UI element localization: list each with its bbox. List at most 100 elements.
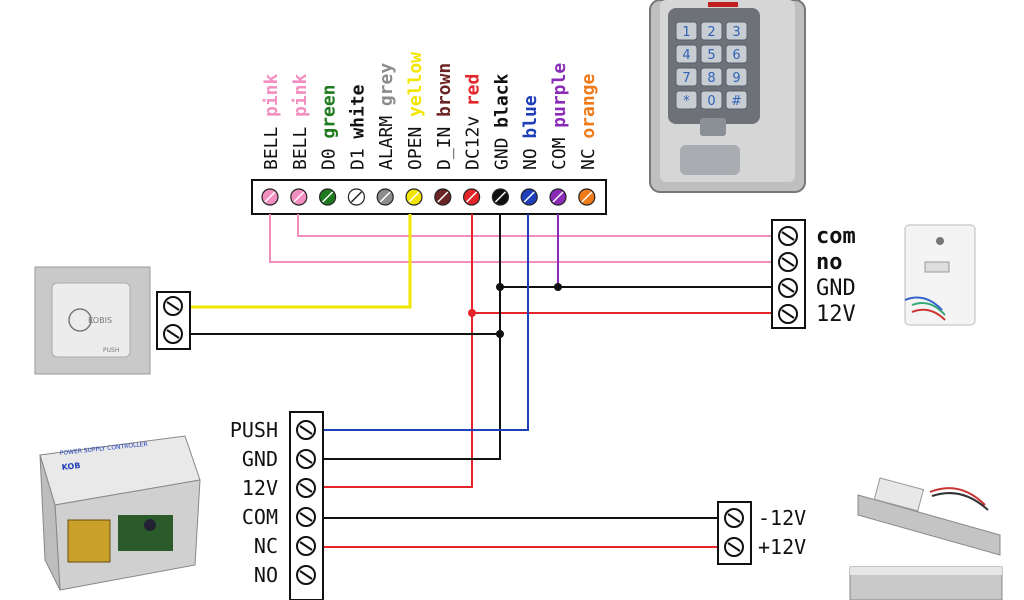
keypad-key (725, 90, 748, 110)
power-screw-3 (296, 507, 316, 527)
pin-color-name: black (491, 73, 512, 127)
keypad-key-label: 5 (707, 48, 715, 63)
power-screw-0 (296, 420, 316, 440)
pin-color-name: pink (290, 73, 311, 117)
exit-screw-1 (163, 296, 183, 316)
pin-name: D_IN (434, 127, 455, 170)
keypad-key (700, 67, 723, 87)
keypad-key (700, 44, 723, 64)
pin-color-name: brown (434, 63, 455, 117)
pin-slash (264, 191, 276, 203)
pin-name: COM (549, 137, 570, 170)
pin-slash (408, 191, 420, 203)
exit-button-terminals (156, 291, 191, 350)
power-terminal-label: PUSH (230, 418, 278, 442)
power-screw-4 (296, 536, 316, 556)
keypad-key-label: 7 (682, 71, 690, 86)
pin-slash (350, 191, 362, 203)
power-terminal-label: 12V (242, 476, 278, 500)
pin-color-name: green (319, 84, 340, 138)
pin-slash (581, 191, 593, 203)
exit-button-device: KOBIS PUSH (34, 266, 151, 375)
pin-label: BELL pink (290, 73, 311, 170)
pin-name: D0 (319, 148, 340, 170)
pin-label: ALARM grey (376, 63, 397, 170)
bell-screw-0 (778, 226, 798, 246)
pin-color-name: grey (376, 63, 397, 107)
pin-slash (552, 191, 564, 203)
keypad-key-label: 0 (707, 94, 715, 109)
exit-button-brand: KOBIS (88, 316, 112, 325)
door-bell-device (904, 224, 976, 326)
pin-slash (466, 191, 478, 203)
power-supply-device: POWER SUPPLY CONTROLLER KOB (39, 435, 201, 591)
pin-label: D_IN brown (434, 63, 455, 170)
lock-terminals: -12V +12V (717, 501, 806, 565)
pin-slash (293, 191, 305, 203)
terminal-pins (261, 188, 596, 206)
keypad-key (725, 44, 748, 64)
power-terminal-label: NC (254, 534, 278, 558)
keypad-key-label: 4 (682, 48, 690, 63)
pin-label: D1 white (347, 84, 368, 170)
keypad-key (725, 21, 748, 41)
lock-terminal-label: +12V (758, 535, 806, 559)
power-screw-2 (296, 478, 316, 498)
lock-screw-1 (724, 537, 744, 557)
pin-slash (322, 191, 334, 203)
power-terminal-label: COM (242, 505, 278, 529)
power-terminal-label: GND (242, 447, 278, 471)
keypad-key (700, 21, 723, 41)
exit-button-caption: PUSH (103, 347, 119, 354)
pin-name: ALARM (376, 116, 397, 170)
lock-terminal-label: -12V (758, 506, 806, 530)
power-supply-brand: KOB (61, 461, 81, 472)
pin-name: OPEN (405, 127, 426, 170)
bell-screw-3 (778, 304, 798, 324)
pin-name: BELL (290, 126, 311, 170)
pin-color-name: red (463, 74, 484, 107)
wire-junctions (468, 283, 562, 338)
pin-label: COM purple (549, 63, 570, 170)
pin-color-name: blue (520, 95, 541, 139)
pin-label: NO blue (520, 95, 541, 170)
keypad-key (675, 67, 698, 87)
keypad-key (700, 90, 723, 110)
wires (190, 214, 775, 548)
electric-strike-lock (857, 477, 1001, 556)
lock-screw-0 (724, 508, 744, 528)
exit-screw-2 (163, 324, 183, 344)
keypad-key (675, 21, 698, 41)
pin-color-name: orange (578, 73, 599, 138)
magnetic-lock (849, 566, 1003, 600)
pin-label: DC12v red (463, 74, 484, 170)
pin-name: DC12v (463, 116, 484, 170)
power-screw-1 (296, 449, 316, 469)
keypad-key-label: 1 (682, 25, 690, 40)
pin-slash (523, 191, 535, 203)
bell-screw-1 (778, 252, 798, 272)
bell-terminal-label: 12V (816, 302, 856, 327)
keypad-key-label: # (731, 94, 742, 109)
bell-terminal-label: com (816, 224, 856, 249)
pin-slash (494, 191, 506, 203)
pin-label: D0 green (319, 84, 340, 170)
keypad-key-label: 6 (732, 48, 740, 63)
bell-screw-2 (778, 278, 798, 298)
keypad-key-label: 2 (707, 25, 715, 40)
pin-name: GND (491, 137, 512, 170)
pin-color-name: purple (549, 63, 570, 128)
bell-terminal-label: no (816, 250, 843, 275)
pin-slash (437, 191, 449, 203)
keypad-key-label: * (683, 94, 690, 109)
pin-color-name: yellow (405, 52, 426, 117)
pin-name: D1 (347, 148, 368, 170)
terminal-strip (251, 179, 607, 215)
keypad-key (675, 44, 698, 64)
